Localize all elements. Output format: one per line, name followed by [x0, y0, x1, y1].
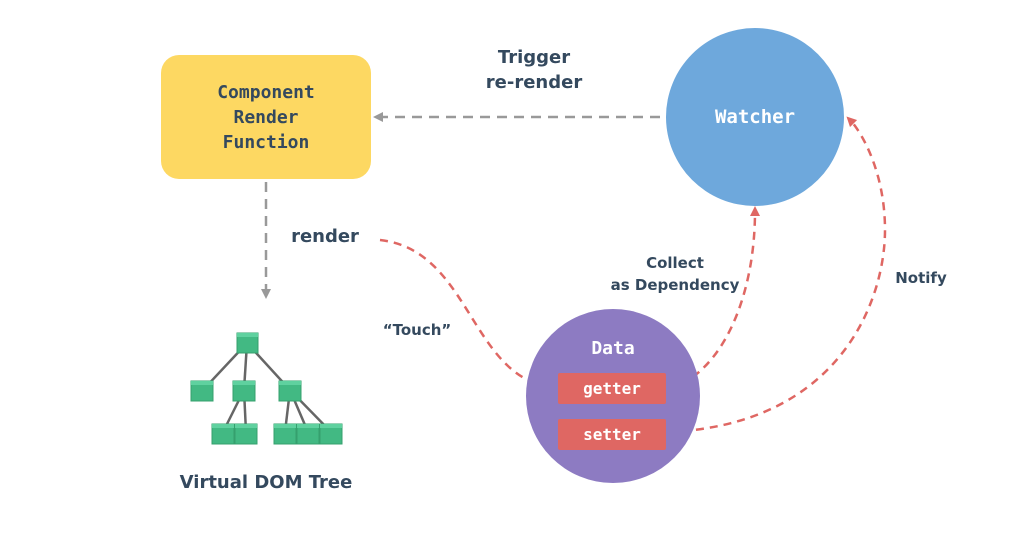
watcher-label: Watcher	[714, 106, 796, 128]
render-label: render	[291, 226, 359, 247]
collect-line-2: as Dependency	[610, 276, 740, 294]
touch-arrow	[379, 238, 555, 392]
trigger-rerender-label: Trigger re-render	[474, 45, 594, 95]
touch-label: “Touch”	[382, 321, 452, 339]
getter-label: getter	[583, 379, 641, 398]
notify-label: Notify	[895, 269, 947, 287]
component-render-function-box: Component Render Function	[161, 55, 371, 179]
trigger-line-2: re-render	[485, 72, 583, 93]
notify-arrow	[667, 116, 887, 434]
component-line-2: Render	[233, 106, 299, 128]
setter-pill: setter	[558, 419, 666, 450]
vdom-tree-icon	[190, 332, 343, 445]
component-line-3: Function	[222, 131, 310, 153]
getter-pill: getter	[558, 373, 666, 404]
setter-label: setter	[583, 425, 641, 444]
collect-line-1: Collect	[646, 254, 704, 272]
collect-dependency-label: Collect as Dependency	[600, 252, 750, 296]
watcher-node: Watcher	[666, 28, 844, 206]
trigger-line-1: Trigger	[497, 47, 571, 68]
vdom-tree-label: Virtual DOM Tree	[179, 472, 353, 493]
data-title: Data	[591, 338, 635, 359]
component-line-1: Component	[217, 81, 315, 103]
